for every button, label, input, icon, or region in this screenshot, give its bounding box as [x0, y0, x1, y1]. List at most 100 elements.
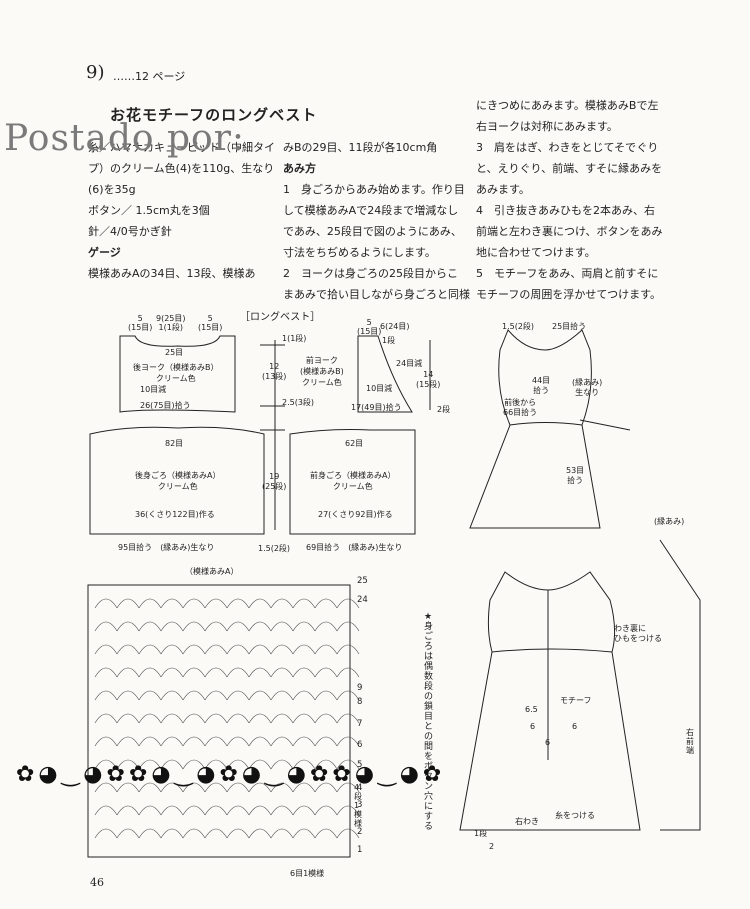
instructions-line: と、えりぐり、前端、すそに縁あみを — [476, 162, 663, 175]
shell-stitch — [314, 667, 338, 678]
edge-row1: 1段 — [474, 829, 488, 838]
shell-stitch — [270, 805, 294, 816]
instructions-line: あみ方 — [283, 162, 316, 175]
shell-stitch — [292, 690, 316, 701]
shell-stitch — [182, 782, 206, 793]
shell-stitch — [292, 782, 316, 793]
shell-stitch — [336, 598, 360, 609]
materials-column: 糸／ハマナカキューピッド（中細タイプ）のクリーム色(4)を110g、生なり(6)… — [88, 137, 275, 284]
back-yoke-outline — [119, 335, 236, 413]
shell-stitch — [138, 759, 162, 770]
materials-line: (6)を35g — [88, 183, 136, 196]
back-width-label: 82目 — [165, 439, 184, 448]
shell-stitch — [248, 828, 272, 839]
pattern-number: 9) — [86, 62, 105, 83]
shell-stitch — [204, 759, 228, 770]
row-number: 6 — [357, 740, 362, 750]
motif-label: モチーフ — [560, 696, 592, 705]
shell-stitch — [160, 621, 184, 632]
edging-title: (縁あみ) — [654, 517, 685, 526]
motif-dim-65: 6.5 — [525, 705, 538, 714]
diagram-title: ［ロングベスト］ — [240, 312, 321, 323]
shell-stitch — [336, 759, 360, 770]
shell-stitch — [248, 621, 272, 632]
front-dec10: 10目減 — [366, 384, 393, 393]
shell-stitch — [138, 690, 162, 701]
instructions-line: みBの29目、11段が各10cm角 — [283, 141, 438, 154]
motif-dim-6c: 6 — [572, 722, 578, 731]
shell-stitch — [116, 667, 140, 678]
shell-stitch — [226, 736, 250, 747]
shell-stitch — [160, 667, 184, 678]
instructions-line: して模様あみAで24段まで増減なし — [283, 204, 459, 217]
row-number: 5 — [357, 760, 362, 770]
shell-stitch — [204, 805, 228, 816]
front-top-a: 5(15目) — [357, 318, 382, 336]
stitch-repeat-vertical: 4段1模様 — [354, 783, 362, 828]
shell-stitch — [116, 805, 140, 816]
shell-stitch — [336, 690, 360, 701]
shell-stitch — [138, 621, 162, 632]
shell-stitch — [182, 667, 206, 678]
instructions-line: モチーフの周囲を浮かせてつけます。 — [476, 288, 662, 301]
shell-stitch — [160, 598, 184, 609]
front-r2: 2段 — [437, 405, 451, 414]
back-top-right-dim: 5(15目) — [198, 314, 223, 332]
shell-stitch — [116, 713, 140, 724]
shell-stitch — [314, 736, 338, 747]
shell-stitch — [336, 713, 360, 724]
materials-line: ゲージ — [88, 246, 121, 259]
back-body-outline — [89, 426, 265, 535]
shell-stitch — [226, 690, 250, 701]
motif-dim-6b: 6 — [545, 738, 551, 747]
shell-stitch — [292, 736, 316, 747]
shell-stitch — [160, 736, 184, 747]
shell-stitch — [226, 805, 250, 816]
shell-stitch — [116, 621, 140, 632]
instructions-line: 4 引き抜きあみひもを2本あみ、右 — [476, 204, 655, 217]
shell-stitch — [204, 828, 228, 839]
front-hem-pickup: 69目拾う (縁あみ)生なり — [306, 543, 403, 552]
sketch1-a: 1.5(2段) — [502, 322, 535, 331]
back-top-mid-dim: 9(25目)1(1段) — [156, 314, 186, 332]
front-width: 62目 — [345, 439, 364, 448]
shell-stitch — [226, 598, 250, 609]
shell-stitch — [314, 828, 338, 839]
shell-stitch — [182, 759, 206, 770]
materials-line: 針／4/0号かぎ針 — [88, 225, 172, 238]
shell-stitch — [94, 667, 118, 678]
shell-stitch — [314, 690, 338, 701]
shell-stitch — [314, 759, 338, 770]
shell-stitch — [248, 667, 272, 678]
shell-stitch — [182, 621, 206, 632]
shell-stitch — [116, 736, 140, 747]
row-number: 8 — [357, 697, 362, 707]
front-rows: 14(15段) — [416, 370, 441, 389]
shell-stitch — [204, 621, 228, 632]
shell-stitch — [336, 828, 360, 839]
edge-pattern-line — [659, 539, 701, 831]
shell-stitch — [292, 621, 316, 632]
shell-stitch — [182, 644, 206, 655]
shell-stitch — [204, 598, 228, 609]
shell-stitch — [182, 828, 206, 839]
instructions-line: 3 肩をはぎ、わきをとじてそでぐり — [476, 141, 659, 154]
row-number: 2 — [357, 827, 362, 837]
shell-stitch — [336, 621, 360, 632]
shell-stitch — [116, 644, 140, 655]
center-dim-b: 12(13段) — [262, 362, 287, 381]
shell-stitch — [270, 598, 294, 609]
stitch-chart-title: （模様あみA） — [185, 567, 239, 576]
row-number: 25 — [357, 576, 368, 586]
instructions-line: まあみで拾い目しながら身ごろと同様 — [283, 288, 470, 301]
shell-stitch — [182, 690, 206, 701]
shell-stitch — [270, 713, 294, 724]
shell-stitch — [248, 644, 272, 655]
shell-stitch — [94, 690, 118, 701]
shell-stitch — [314, 805, 338, 816]
shell-stitch — [160, 713, 184, 724]
shell-stitch — [138, 782, 162, 793]
shell-stitch — [314, 598, 338, 609]
